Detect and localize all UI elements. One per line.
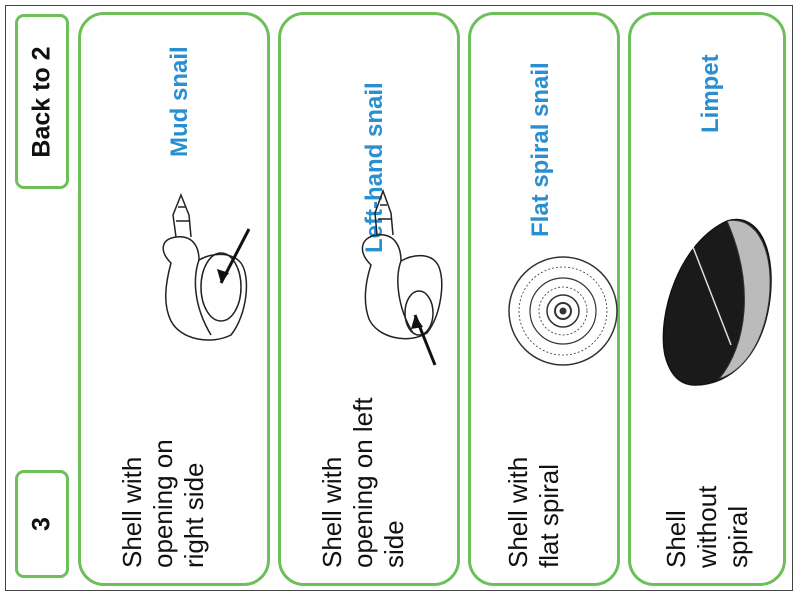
card-left-hand-snail[interactable]: Left-hand snail Shell with opening on le…: [278, 12, 460, 586]
flat-spiral-snail-shell-icon: [471, 15, 623, 589]
card-limpet[interactable]: Limpet Shell without spiral: [628, 12, 786, 586]
card-mud-snail[interactable]: Mud snail Shell with opening on right si…: [78, 12, 270, 586]
card-flat-spiral-snail[interactable]: Flat spiral snail Shell with flat spiral: [468, 12, 620, 586]
limpet-shell-icon: [631, 15, 789, 589]
back-to-2-button[interactable]: Back to 2: [15, 14, 69, 189]
back-button-label: Back to 2: [28, 46, 57, 157]
mud-snail-shell-icon: [81, 15, 273, 589]
left-hand-snail-shell-icon: [281, 15, 463, 589]
step-number: 3: [28, 517, 57, 531]
step-number-badge: 3: [15, 470, 69, 578]
